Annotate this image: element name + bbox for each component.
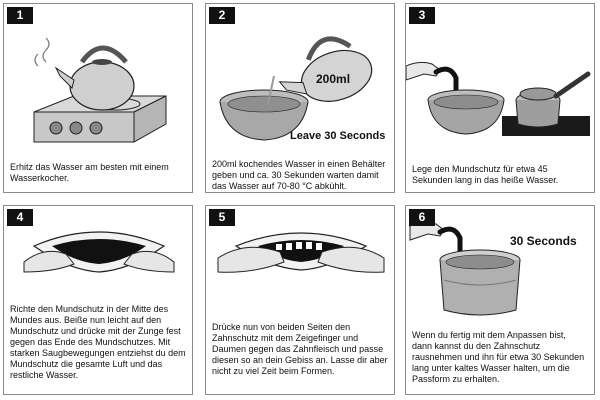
step-3-panel: 3 Lege den Mundschutz für etwa 45 Sekund… [405,3,595,193]
step-5-caption: Drücke nun von beiden Seiten den Zahnsch… [212,322,388,376]
step-number: 2 [209,7,235,24]
wait-label: Leave 30 Seconds [290,130,386,142]
step-6-panel: 6 30 Seconds Wenn du fertig mit dem Anpa… [405,205,595,395]
step-number: 1 [7,7,33,24]
step-4-caption: Richte den Mundschutz in der Mitte des M… [10,304,186,380]
step-number: 6 [409,209,435,226]
step-1-panel: 1 Erhitz das Wasser am besten mit einem … [3,3,193,193]
step-number: 3 [409,7,435,24]
step-number: 4 [7,209,33,226]
step-3-caption: Lege den Mundschutz für etwa 45 Sekunden… [412,164,559,185]
step-2-caption: 200ml kochendes Wasser in einen Behälter… [212,159,386,191]
biting-mouthguard-illustration [23,231,175,273]
step-1-caption: Erhitz das Wasser am besten mit einem Wa… [10,162,169,183]
cold-water-illustration [409,221,521,316]
shaping-mouthguard-illustration [217,232,385,273]
volume-label: 200ml [316,72,351,86]
step-2-panel: 2 200ml Leave 30 Seconds 200ml kochendes… [205,3,395,193]
step-6-caption: Wenn du fertig mit dem Anpassen bist, da… [412,330,585,384]
pouring-water-illustration [219,36,373,141]
step-5-panel: 5 Drücke nun von beiden Seiten den Zahns… [205,205,395,395]
time-label: 30 Seconds [510,234,577,248]
mouthguard-in-water-illustration [406,61,591,136]
kettle-on-stove-illustration [33,37,167,143]
step-number: 5 [209,209,235,226]
step-4-panel: 4 Richte den Mundschutz in der Mitte des… [3,205,193,395]
